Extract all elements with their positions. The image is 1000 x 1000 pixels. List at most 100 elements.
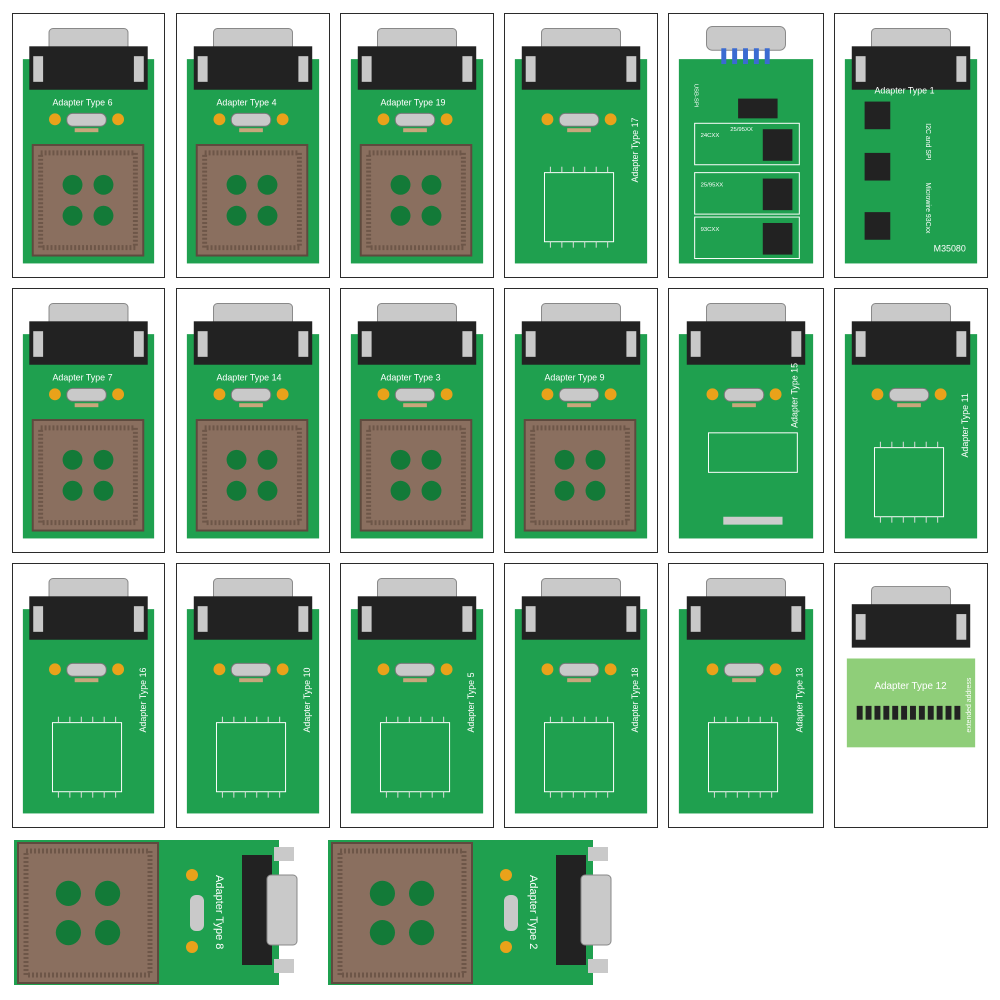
socket-hole xyxy=(93,174,114,195)
pcb xyxy=(846,658,976,748)
socket-hole xyxy=(409,920,435,946)
screw-post xyxy=(690,606,701,632)
adapter-photo-type13[interactable]: Adapter Type 13 xyxy=(668,563,824,828)
crystal xyxy=(723,662,765,677)
socket-pins xyxy=(337,848,467,978)
adapter-photo-type11[interactable]: Adapter Type 11 xyxy=(834,288,988,553)
screw-post xyxy=(855,56,866,82)
capacitor xyxy=(934,388,947,401)
adapter-board: Adapter Type 15 xyxy=(678,303,814,539)
adapter-photo-type18[interactable]: Adapter Type 18 xyxy=(504,563,658,828)
pcb xyxy=(844,334,978,539)
socket-hole xyxy=(257,174,278,195)
capacitor xyxy=(112,113,125,126)
socket-hole xyxy=(421,449,442,470)
crystal xyxy=(723,387,765,402)
crystal xyxy=(888,387,930,402)
socket-hole xyxy=(257,205,278,226)
plcc-socket xyxy=(31,144,145,257)
db9-connector xyxy=(851,321,971,365)
adapter-photo-type6[interactable]: Adapter Type 6 xyxy=(12,13,165,278)
socket-pins xyxy=(23,848,153,978)
connector-pin xyxy=(764,48,770,65)
db9-connector xyxy=(686,321,806,365)
socket-hole xyxy=(585,480,606,501)
pin-header xyxy=(738,98,778,119)
socket-hole xyxy=(62,449,83,470)
db9-shell xyxy=(266,874,298,946)
capacitor xyxy=(377,663,390,676)
resistor xyxy=(74,128,99,133)
socket-hole xyxy=(554,449,575,470)
adapter-label: Adapter Type 9 xyxy=(544,373,604,383)
crystal xyxy=(190,895,204,931)
adapter-photo-type3[interactable]: Adapter Type 3 xyxy=(340,288,494,553)
db9-connector xyxy=(193,596,313,640)
adapter-label: Adapter Type 19 xyxy=(380,98,445,108)
socket-hole xyxy=(93,449,114,470)
section-box xyxy=(694,216,800,260)
adapter-photo-type4[interactable]: Adapter Type 4 xyxy=(176,13,330,278)
adapter-label: Adapter Type 5 xyxy=(466,672,476,732)
dip-socket xyxy=(864,101,891,130)
screw-post xyxy=(588,959,608,973)
resistor xyxy=(567,678,591,683)
adapter-photo-type5[interactable]: Adapter Type 5 xyxy=(340,563,494,828)
adapter-board: Adapter Type 10 xyxy=(186,578,320,814)
socket-hole xyxy=(369,880,395,906)
adapter-board: Adapter Type 7 xyxy=(22,303,155,539)
adapter-photo-type8[interactable]: Adapter Type 8 xyxy=(12,835,317,990)
adapter-photo-type16[interactable]: Adapter Type 16 xyxy=(12,563,165,828)
adapter-photo-type9[interactable]: Adapter Type 9 xyxy=(504,288,658,553)
socket-pins xyxy=(202,150,302,251)
adapter-photo-type19[interactable]: Adapter Type 19 xyxy=(340,13,494,278)
adapter-photo-type17[interactable]: Adapter Type 17 xyxy=(504,13,658,278)
silk-text: extended address xyxy=(966,677,973,732)
crystal xyxy=(230,662,272,677)
screw-post xyxy=(197,331,208,357)
screw-post xyxy=(33,606,44,632)
adapter-board: Adapter Type 16 xyxy=(22,578,155,814)
capacitor xyxy=(604,388,617,401)
crystal xyxy=(558,387,600,402)
screw-post xyxy=(133,331,144,357)
pcb xyxy=(678,334,814,539)
capacitor xyxy=(440,113,453,126)
screw-post xyxy=(298,56,309,82)
adapter-board: Adapter Type 6 xyxy=(22,28,155,264)
pcb xyxy=(186,609,320,814)
db9-connector xyxy=(851,46,971,90)
adapter-label: Adapter Type 17 xyxy=(630,117,640,182)
screw-post xyxy=(855,331,866,357)
dip-socket xyxy=(864,212,891,240)
adapter-photo-type10[interactable]: Adapter Type 10 xyxy=(176,563,330,828)
crystal xyxy=(394,662,436,677)
capacitor xyxy=(769,388,782,401)
capacitor xyxy=(541,388,554,401)
adapter-photo-type2[interactable]: Adapter Type 2 xyxy=(326,835,631,990)
screw-post xyxy=(361,56,372,82)
adapter-photo-type15[interactable]: Adapter Type 15 xyxy=(668,288,824,553)
resistor xyxy=(732,403,756,408)
resistor xyxy=(732,678,756,683)
adapter-photo-type7[interactable]: Adapter Type 7 xyxy=(12,288,165,553)
plcc-socket xyxy=(359,144,473,257)
screw-post xyxy=(525,331,536,357)
capacitor xyxy=(769,663,782,676)
header-pin xyxy=(883,705,890,720)
socket-hole xyxy=(55,880,81,906)
dip-socket xyxy=(762,178,793,211)
capacitor xyxy=(706,388,719,401)
screw-post xyxy=(298,606,309,632)
screw-post xyxy=(855,614,866,640)
capacitor xyxy=(604,113,617,126)
capacitor xyxy=(213,113,226,126)
socket-hole xyxy=(369,920,395,946)
qfp-footprint xyxy=(51,722,123,793)
adapter-photo-type14[interactable]: Adapter Type 14 xyxy=(176,288,330,553)
crystal xyxy=(66,387,107,402)
